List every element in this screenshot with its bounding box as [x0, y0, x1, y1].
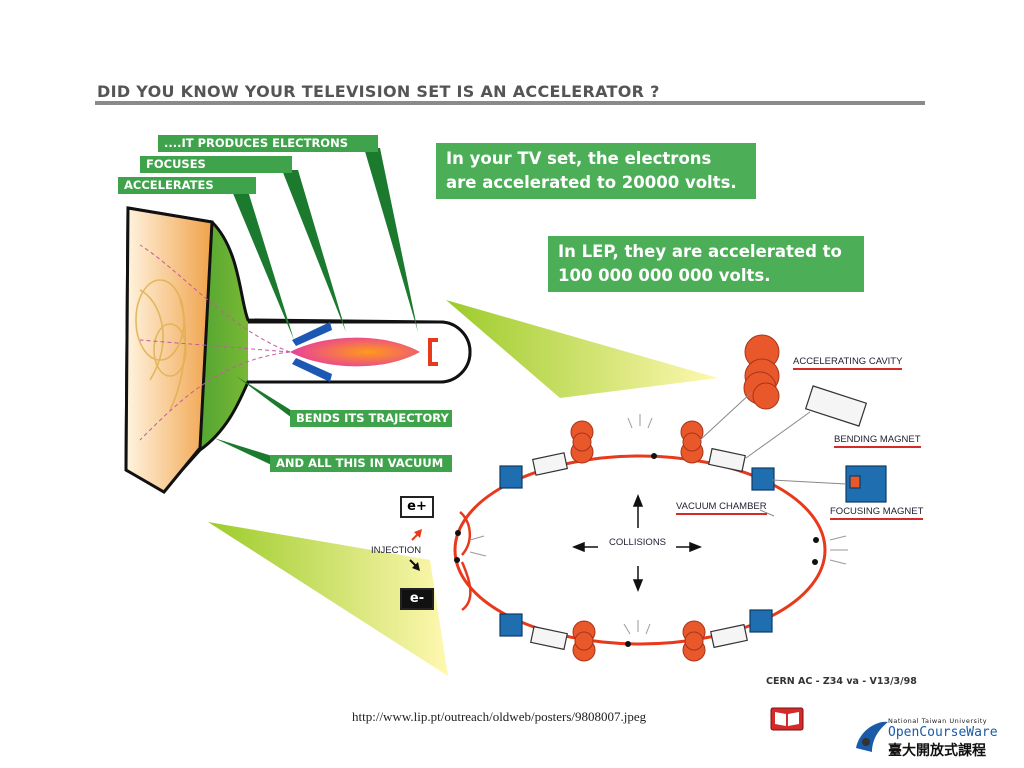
label-focusing-magnet: FOCUSING MAGNET: [830, 506, 924, 520]
lep-ring: [453, 453, 827, 647]
book-icon: [770, 707, 804, 731]
label-produces-electrons: ....IT PRODUCES ELECTRONS: [158, 135, 378, 152]
tv-tube: [124, 206, 472, 494]
label-vacuum: AND ALL THIS IN VACUUM: [270, 455, 452, 472]
tv-screen: [124, 206, 214, 494]
credit-text: CERN AC - Z34 va - V13/3/98: [766, 676, 917, 687]
zoom-cone-top: [446, 300, 718, 398]
info-box-tv: In your TV set, the electrons are accele…: [436, 143, 756, 199]
info-box-lep: In LEP, they are accelerated to 100 000 …: [548, 236, 864, 292]
label-collisions: COLLISIONS: [609, 537, 667, 548]
logo-university: National Taiwan University: [888, 717, 988, 725]
label-injection: INJECTION: [371, 545, 422, 556]
positron-badge: e+: [400, 496, 434, 518]
info-lep-line-2: 100 000 000 000 volts.: [558, 266, 771, 285]
ntu-logo-icon: [856, 721, 888, 752]
cavities: [570, 334, 780, 662]
logo-chinese: 臺大開放式課程: [888, 743, 986, 759]
label-focuses: FOCUSES: [140, 156, 292, 173]
focusing-magnets: [499, 465, 887, 637]
electron-gun: [428, 338, 438, 366]
electron-beam: [290, 337, 420, 367]
source-url[interactable]: http://www.lip.pt/outreach/oldweb/poster…: [352, 709, 647, 724]
label-accelerating-cavity: ACCELERATING CAVITY: [793, 356, 903, 370]
bending-magnets: [529, 385, 868, 651]
zoom-cone-bottom: [208, 522, 448, 676]
label-bends-trajectory: BENDS ITS TRAJECTORY: [290, 410, 452, 427]
label-bending-magnet: BENDING MAGNET: [834, 434, 921, 448]
page-title: DID YOU KNOW YOUR TELEVISION SET IS AN A…: [97, 82, 660, 101]
info-tv-line-1: In your TV set, the electrons: [446, 149, 712, 168]
label-accelerates: ACCELERATES: [118, 177, 256, 194]
logo-ocw: OpenCourseWare: [888, 725, 998, 740]
electron-badge: e-: [400, 588, 434, 610]
info-lep-line-1: In LEP, they are accelerated to: [558, 242, 842, 261]
label-vacuum-chamber: VACUUM CHAMBER: [676, 501, 767, 515]
title-divider: [95, 101, 925, 105]
info-tv-line-2: are accelerated to 20000 volts.: [446, 173, 737, 192]
